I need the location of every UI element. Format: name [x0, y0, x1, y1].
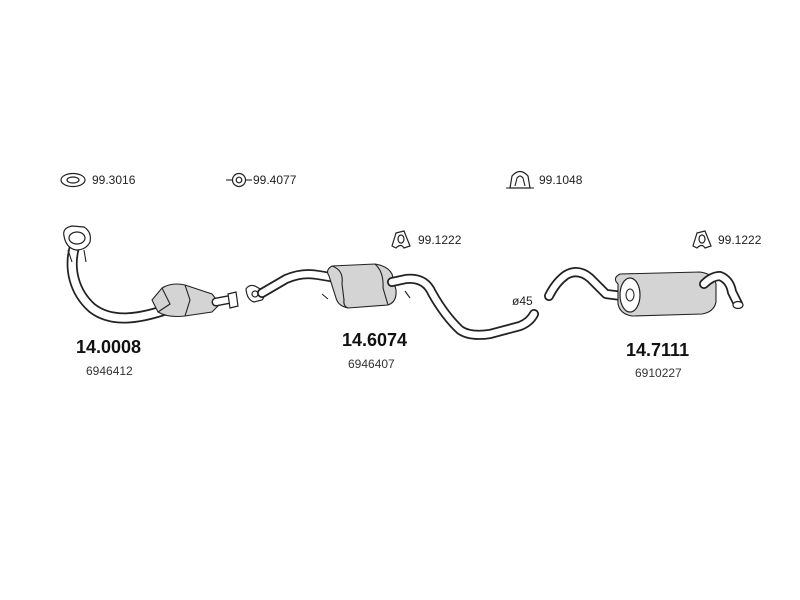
oem-number-front: 6946412 [86, 364, 133, 378]
accessory-code-ring: 99.3016 [92, 173, 136, 187]
accessory-code-hanger-middle: 99.1222 [418, 233, 462, 247]
accessory-code-hanger-rear: 99.1222 [718, 233, 762, 247]
part-number-middle: 14.6074 [342, 330, 408, 350]
accessory-code-seal: 99.4077 [253, 173, 297, 187]
u-clamp-icon [506, 170, 534, 189]
rubber-hanger-icon [692, 230, 712, 249]
flange-seal-icon [226, 172, 252, 188]
oem-number-middle: 6946407 [348, 357, 395, 371]
rear-silencer [544, 267, 744, 317]
catalytic-converter-front-pipe [63, 225, 239, 324]
middle-silencer [245, 263, 539, 340]
gasket-ring-icon [60, 172, 86, 188]
part-number-rear: 14.7111 [626, 340, 690, 360]
accessory-code-clamp: 99.1048 [539, 173, 583, 187]
rubber-hanger-icon [391, 230, 411, 249]
part-number-front: 14.0008 [76, 337, 142, 357]
oem-number-rear: 6910227 [635, 366, 682, 380]
diameter-note: ø45 [512, 294, 533, 308]
